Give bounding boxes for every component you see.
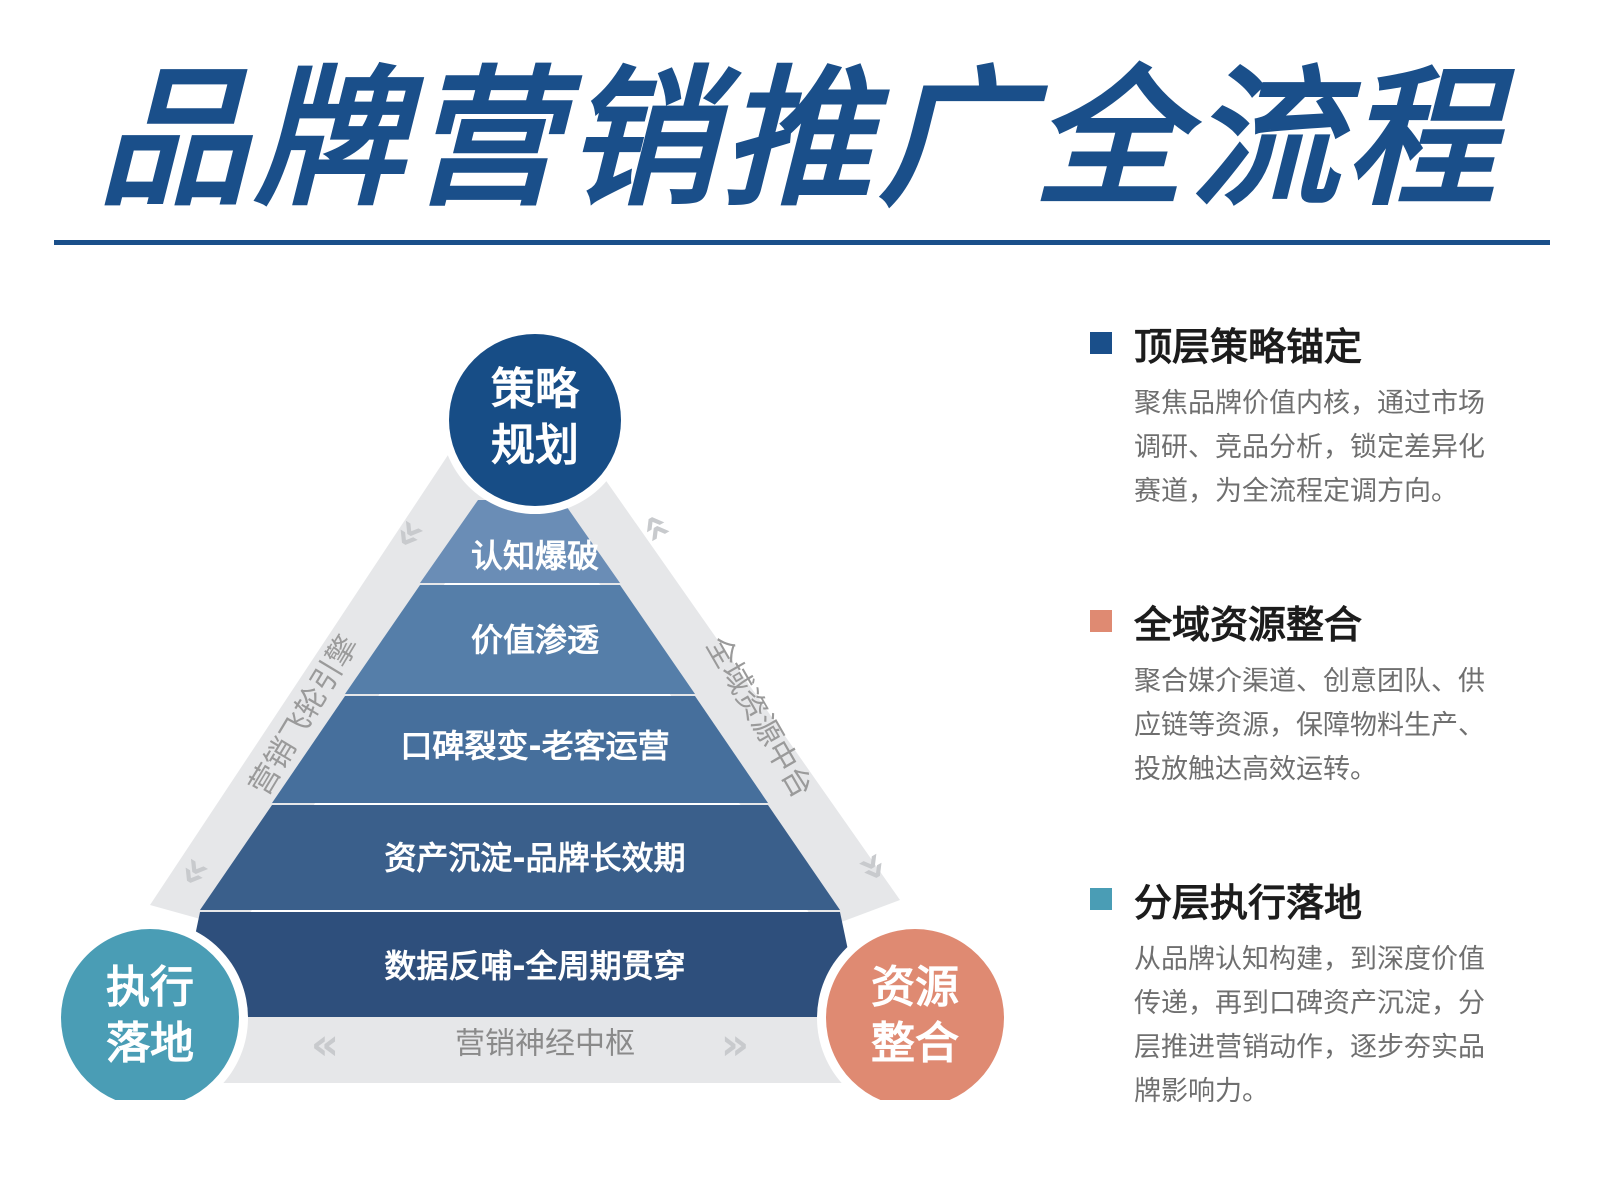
svg-text:整合: 整合 [871, 1018, 959, 1069]
page-title: 品牌营销推广全流程 [97, 52, 1502, 227]
pyramid-level-label: 口碑裂变-老客运营 [400, 727, 669, 765]
section-body: 聚合媒介渠道、创意团队、供 应链等资源，保障物料生产、 投放触达高效运转。 [1134, 666, 1485, 785]
svg-text:策略: 策略 [491, 364, 580, 415]
section-resources: 全域资源整合 聚合媒介渠道、创意团队、供 应链等资源，保障物料生产、 投放触达高… [1090, 596, 1560, 792]
section-body: 聚焦品牌价值内核，通过市场 调研、竞品分析，锁定差异化 赛道，为全流程定调方向。 [1134, 388, 1485, 507]
square-bullet-icon [1090, 888, 1112, 910]
section-body: 从品牌认知构建，到深度价值 传递，再到口碑资产沉淀，分 层推进营销动作，逐步夯实… [1134, 944, 1485, 1107]
node-strategy: 策略 规划 [441, 326, 629, 514]
pyramid-level-label: 资产沉淀-品牌长效期 [384, 839, 685, 877]
svg-text:规划: 规划 [491, 420, 579, 471]
svg-text:资源: 资源 [871, 962, 959, 1013]
section-title: 分层执行落地 [1134, 880, 1363, 925]
pyramid-level-label: 数据反哺-全周期贯穿 [384, 947, 685, 985]
section-strategy: 顶层策略锚定 聚焦品牌价值内核，通过市场 调研、竞品分析，锁定差异化 赛道，为全… [1090, 318, 1560, 514]
chevron-icon: « [311, 1019, 339, 1070]
svg-text:落地: 落地 [106, 1018, 194, 1069]
pyramid-level-4 [200, 805, 840, 910]
square-bullet-icon [1090, 610, 1112, 632]
pyramid-level-1 [420, 500, 620, 583]
svg-text:执行: 执行 [106, 962, 194, 1013]
square-bullet-icon [1090, 332, 1112, 354]
strategy-pyramid-diagram: 营销飞轮引擎 全域资源中台 营销神经中枢 « « « » « » 认知爆破 价值… [52, 326, 1013, 1100]
bottom-edge-band [205, 1005, 845, 1083]
pyramid-level-label: 价值渗透 [471, 621, 599, 659]
right-edge-band [540, 455, 900, 930]
pyramid-level-3 [272, 696, 768, 803]
section-execution: 分层执行落地 从品牌认知构建，到深度价值 传递，再到口碑资产沉淀，分 层推进营销… [1090, 874, 1560, 1114]
pyramid-level-5 [178, 912, 862, 1017]
left-edge-band [150, 455, 500, 930]
edge-label-bottom: 营销神经中枢 [455, 1027, 635, 1062]
node-resources: 资源 整合 [817, 920, 1013, 1100]
section-title: 全域资源整合 [1134, 602, 1363, 647]
node-execution: 执行 落地 [52, 920, 248, 1100]
section-title: 顶层策略锚定 [1134, 324, 1363, 369]
pyramid-level-2 [345, 585, 695, 694]
chevron-icon: » [721, 1019, 749, 1070]
pyramid-level-label: 认知爆破 [471, 537, 599, 575]
title-divider [54, 240, 1550, 245]
